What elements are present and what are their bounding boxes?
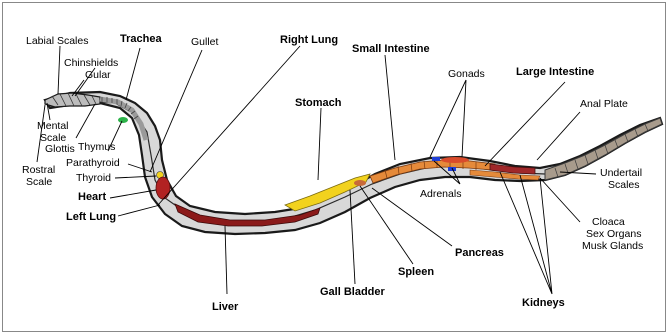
label-undertail-scales-1: Undertail [600,167,642,179]
label-stomach: Stomach [295,97,342,109]
label-rostral-scale-1: Rostral [22,164,55,176]
label-adrenals: Adrenals [420,188,461,200]
label-right-lung: Right Lung [280,34,338,46]
snake-body [45,92,662,234]
label-liver: Liver [212,301,239,313]
label-kidneys: Kidneys [522,297,565,309]
label-thymus: Thymus [78,141,115,153]
label-rostral-scale-2: Scale [26,176,52,188]
label-mental-scale-1: Mental [37,120,69,132]
label-large-intestine: Large Intestine [516,66,594,78]
label-musk-glands: Musk Glands [582,240,643,252]
label-anal-plate: Anal Plate [580,98,628,110]
label-sex-organs: Sex Organs [586,228,641,240]
label-chinshields: Chinshields [64,57,118,69]
label-heart: Heart [78,191,106,203]
adrenals-a [432,157,440,161]
label-cloaca: Cloaca [592,216,625,228]
heart [156,177,170,199]
label-glottis: Glottis [45,143,75,155]
label-gall-bladder: Gall Bladder [320,286,386,298]
label-trachea: Trachea [120,33,162,45]
label-left-lung: Left Lung [66,211,116,223]
label-thyroid: Thyroid [76,172,111,184]
label-gular: Gular [85,69,111,81]
label-parathyroid: Parathyroid [66,157,120,169]
label-small-intestine: Small Intestine [352,43,430,55]
thymus [118,117,128,123]
label-gullet: Gullet [191,36,219,48]
label-pancreas: Pancreas [455,247,504,259]
label-labial-scales: Labial Scales [26,35,88,47]
spleen [354,180,366,186]
label-spleen: Spleen [398,266,434,278]
gonads [441,157,469,163]
label-gonads: Gonads [448,68,485,80]
label-undertail-scales-2: Scales [608,179,640,191]
